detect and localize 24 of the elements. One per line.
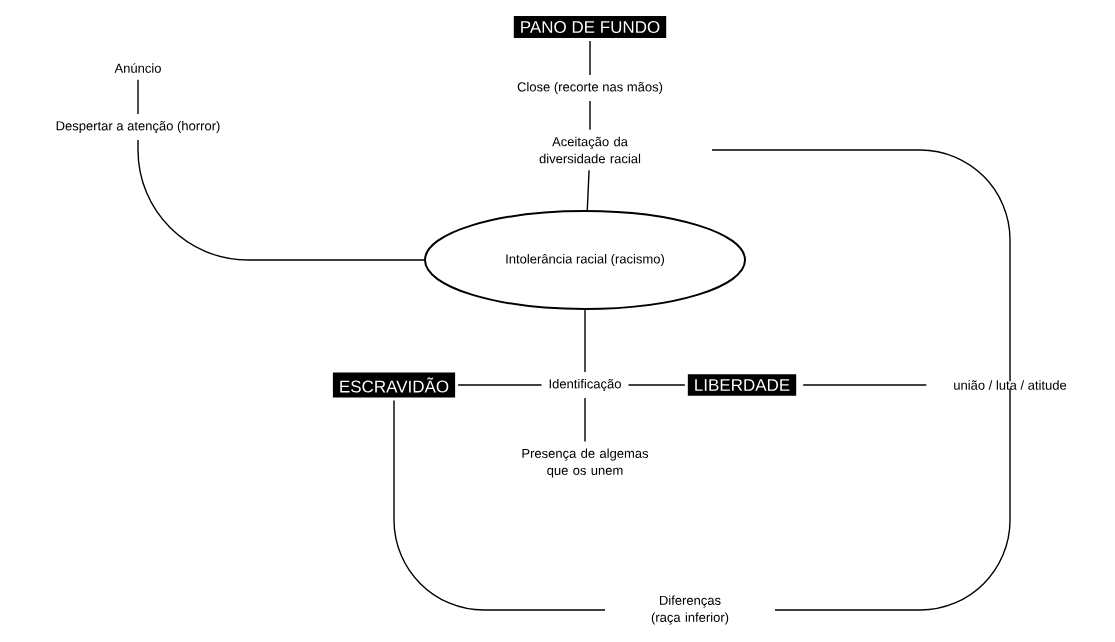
node-label: união / luta / atitude [954, 380, 1067, 390]
node-label: Close (recorte nas mãos) [517, 81, 663, 95]
node-label: Despertar a atenção (horror) [56, 120, 220, 134]
node-label: Presença de algemas que os unem [522, 448, 649, 478]
title-box: ESCRAVIDÃO [332, 372, 456, 398]
connector-line [584, 397, 586, 443]
connector-line [774, 388, 1011, 611]
connector-line [589, 40, 591, 76]
connector-line [137, 139, 425, 261]
connector-line [711, 149, 1011, 382]
node-label: Diferenças (raça inferior) [651, 595, 729, 625]
node-label: Aceitação da diversidade racial [539, 136, 641, 164]
title-box: PANO DE FUNDO [513, 16, 667, 38]
title-box: LIBERDADE [687, 374, 797, 396]
connector-line [393, 399, 606, 611]
node-label: Identificação [549, 378, 621, 392]
connector-line [137, 79, 139, 115]
connector-line [589, 100, 591, 131]
connector-line [457, 384, 543, 386]
connector-line [586, 169, 590, 211]
connector-line [627, 384, 686, 386]
connector-line [802, 384, 927, 386]
connector-line [584, 309, 586, 373]
node-label: Anúncio [114, 63, 161, 73]
